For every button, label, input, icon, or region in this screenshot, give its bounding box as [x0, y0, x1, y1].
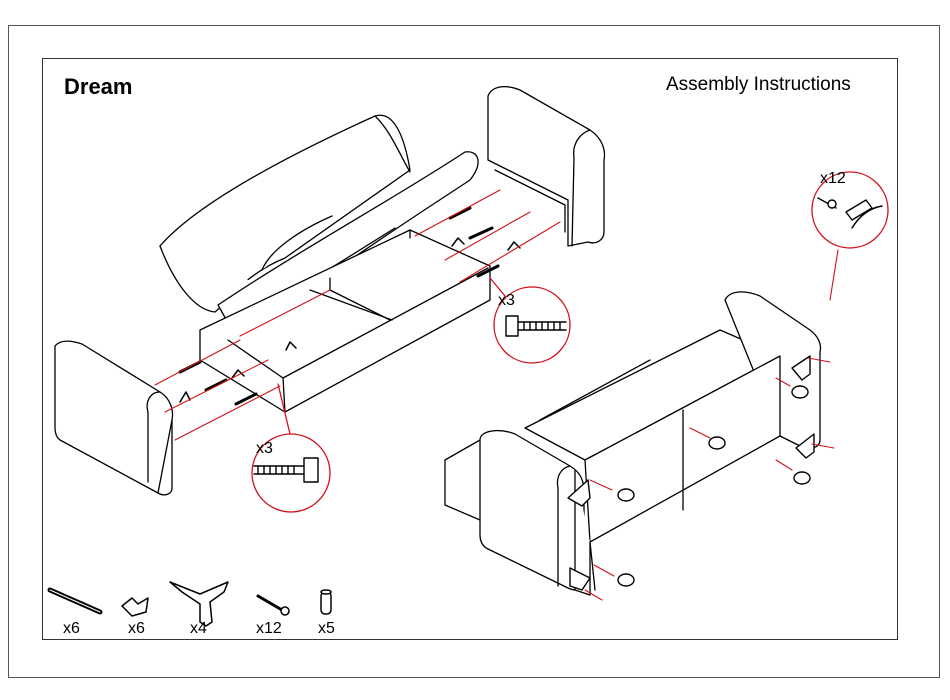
screw-callout-screw: [817, 197, 883, 229]
document-title: Assembly Instructions: [666, 74, 851, 95]
dowel-icon: [320, 589, 332, 615]
guide-lines-right: [584, 249, 839, 601]
guide-lines-left: [154, 189, 561, 441]
parts-qty-bolt: x6: [63, 620, 80, 637]
corner-leg-icon: [169, 581, 229, 627]
screw-quantity: x12: [820, 170, 846, 187]
bolt-icon: [47, 587, 103, 615]
diagram-frame: [42, 58, 898, 640]
bolt-callout-left-bolt: [253, 457, 319, 483]
storage-box: [199, 229, 491, 413]
bolt-callout-left: [251, 433, 331, 513]
parts-qty-dowel: x5: [318, 620, 335, 637]
parts-qty-screw: x12: [256, 620, 282, 637]
parts-list-icons: [47, 581, 332, 627]
wing-nut-group: [179, 237, 521, 403]
assembled-sofa: [444, 291, 822, 596]
left-armrest: [54, 340, 174, 496]
bolt-callout-top: [493, 286, 571, 364]
top-bolt-quantity: x3: [498, 292, 515, 309]
screw-icon: [256, 594, 290, 616]
parts-qty-corner-leg: x4: [190, 620, 207, 637]
parts-qty-wing-nut: x6: [128, 620, 145, 637]
right-armrest: [487, 85, 606, 247]
dowel-group: [617, 385, 811, 587]
bolt-callout-top-bolt: [505, 315, 567, 337]
product-name: Dream: [64, 74, 133, 99]
screw-callout: [811, 171, 889, 249]
page-frame: [8, 25, 940, 678]
left-bolt-quantity: x3: [256, 440, 273, 457]
feet-group: [567, 355, 815, 591]
wing-nut-icon: [121, 597, 149, 617]
